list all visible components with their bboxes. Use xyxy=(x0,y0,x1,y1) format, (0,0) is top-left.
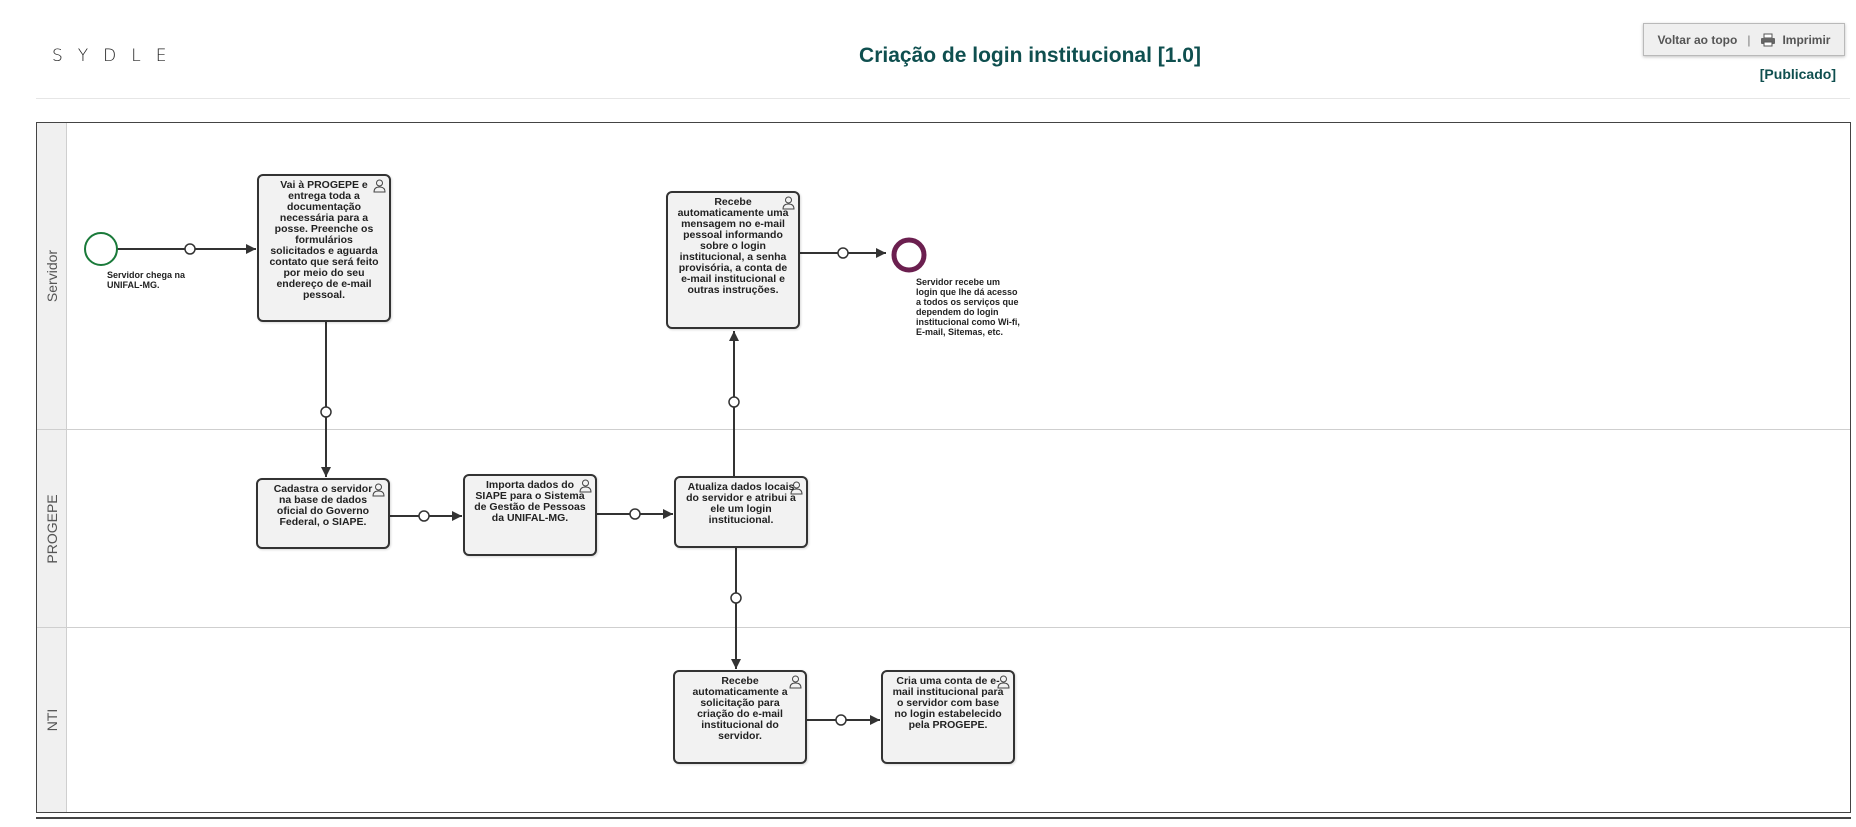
user-icon xyxy=(372,483,385,497)
task-assign-login[interactable]: Atualiza dados locais do servidor e atri… xyxy=(674,476,808,548)
flow-midpoint xyxy=(728,396,740,408)
print-label: Imprimir xyxy=(1782,32,1831,47)
task-text: Cadastra o servidor na base de dados ofi… xyxy=(273,483,373,528)
start-event-label: Servidor chega na UNIFAL-MG. xyxy=(107,270,186,290)
task-text: Recebe automaticamente a solicitação par… xyxy=(692,675,788,742)
end-event xyxy=(891,237,927,273)
flow-midpoint xyxy=(184,243,196,255)
lane-header-progepe: PROGEPE xyxy=(37,430,67,627)
user-icon xyxy=(997,675,1010,689)
print-button[interactable]: Imprimir xyxy=(1760,33,1830,47)
lane-divider xyxy=(37,627,1850,628)
task-text: Importa dados do SIAPE para o Sistema de… xyxy=(474,479,586,524)
flow-midpoint xyxy=(418,510,430,522)
back-to-top-label: Voltar ao topo xyxy=(1657,32,1738,47)
task-text: Atualiza dados locais do servidor e atri… xyxy=(686,481,796,526)
lane-header-servidor: Servidor xyxy=(37,123,67,429)
task-text: Cria uma conta de e-mail institucional p… xyxy=(892,675,1004,731)
end-event-label: Servidor recebe um login que lhe dá aces… xyxy=(916,277,1020,337)
process-diagram: Servidor PROGEPE NTI xyxy=(36,122,1851,813)
user-icon xyxy=(789,675,802,689)
printer-icon xyxy=(1761,33,1776,46)
task-deliver-documents[interactable]: Vai à PROGEPE e entrega toda a documenta… xyxy=(257,174,391,322)
sydle-logo: SYDLE xyxy=(52,46,182,66)
task-create-email-account[interactable]: Cria uma conta de e-mail institucional p… xyxy=(881,670,1015,764)
flow-midpoint xyxy=(320,406,332,418)
flow-midpoint xyxy=(629,508,641,520)
user-icon xyxy=(373,179,386,193)
lane-header-nti: NTI xyxy=(37,628,67,812)
task-receive-email-request[interactable]: Recebe automaticamente a solicitação par… xyxy=(673,670,807,764)
flow-midpoint xyxy=(835,714,847,726)
task-register-siape[interactable]: Cadastra o servidor na base de dados ofi… xyxy=(256,478,390,549)
bottom-divider xyxy=(36,817,1851,819)
header-divider xyxy=(36,98,1850,99)
lane-divider xyxy=(37,429,1850,430)
flow-midpoint xyxy=(837,247,849,259)
start-event xyxy=(84,232,118,266)
button-separator: | xyxy=(1747,32,1751,47)
status-badge: [Publicado] xyxy=(1759,66,1836,82)
task-text: Vai à PROGEPE e entrega toda a documenta… xyxy=(269,179,379,301)
user-icon xyxy=(790,481,803,495)
task-receive-login-email[interactable]: Recebe automaticamente uma mensagem no e… xyxy=(666,191,800,329)
user-icon xyxy=(782,196,795,210)
user-icon xyxy=(579,479,592,493)
task-import-siape[interactable]: Importa dados do SIAPE para o Sistema de… xyxy=(463,474,597,556)
back-to-top-button[interactable]: Voltar ao topo xyxy=(1658,33,1738,47)
top-button-bar: Voltar ao topo | Imprimir xyxy=(1643,23,1845,56)
flow-midpoint xyxy=(730,592,742,604)
task-text: Recebe automaticamente uma mensagem no e… xyxy=(677,196,789,296)
page-title: Criação de login institucional [1.0] xyxy=(859,44,1201,67)
